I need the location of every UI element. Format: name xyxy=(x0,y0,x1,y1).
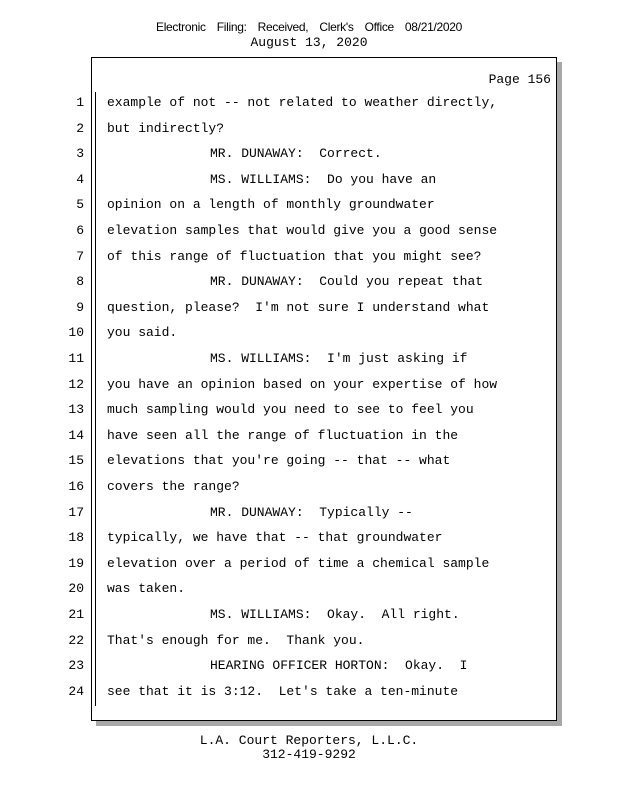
line-text: have seen all the range of fluctuation i… xyxy=(107,427,459,443)
line-text: HEARING OFFICER HORTON: Okay. I xyxy=(210,658,468,674)
line-number: 17 xyxy=(68,504,84,520)
line-number: 7 xyxy=(76,248,84,264)
line-text: example of not -- not related to weather… xyxy=(107,95,498,110)
line-text: was taken. xyxy=(107,581,186,597)
line-text: MS. WILLIAMS: Okay. All right. xyxy=(210,607,460,622)
line-text: MS. WILLIAMS: Do you have an xyxy=(210,171,437,187)
reporter-company: L.A. Court Reporters, L.L.C. xyxy=(199,733,419,748)
line-text: typically, we have that -- that groundwa… xyxy=(107,530,443,546)
line-number: 10 xyxy=(68,325,84,341)
line-text: MR. DUNAWAY: Could you repeat that xyxy=(210,274,484,290)
line-text: but indirectly? xyxy=(107,120,225,136)
line-number: 14 xyxy=(68,427,84,443)
line-text: MS. WILLIAMS: I'm just asking if xyxy=(210,351,468,366)
line-number: 9 xyxy=(76,299,84,315)
filing-stamp: Electronic Filing: Received, Clerk's Off… xyxy=(155,20,462,34)
line-number: 16 xyxy=(68,479,84,494)
line-text: much sampling would you need to see to f… xyxy=(107,402,474,418)
line-text: MR. DUNAWAY: Correct. xyxy=(210,146,382,162)
line-text: That's enough for me. Thank you. xyxy=(107,632,365,648)
line-number: 24 xyxy=(68,683,84,699)
line-text: covers the range? xyxy=(107,479,240,494)
line-number: 6 xyxy=(76,223,84,238)
line-text: question, please? I'm not sure I underst… xyxy=(107,299,490,315)
line-number-divider xyxy=(95,92,96,706)
line-number: 22 xyxy=(68,632,84,648)
line-number: 2 xyxy=(76,120,84,136)
line-text: see that it is 3:12. Let's take a ten-mi… xyxy=(107,683,459,699)
line-text: elevation samples that would give you a … xyxy=(107,223,498,238)
line-number: 18 xyxy=(68,530,84,546)
transcript-date: August 13, 2020 xyxy=(250,35,368,50)
reporter-phone: 312-419-9292 xyxy=(262,747,356,762)
line-text: elevation over a period of time a chemic… xyxy=(107,555,490,571)
line-number: 4 xyxy=(76,171,84,187)
line-text: MR. DUNAWAY: Typically -- xyxy=(210,504,413,520)
line-number: 19 xyxy=(68,555,84,571)
line-number: 20 xyxy=(68,581,84,597)
line-number: 5 xyxy=(76,197,84,213)
line-number: 23 xyxy=(68,658,84,674)
line-text: of this range of fluctuation that you mi… xyxy=(107,248,482,264)
line-number: 11 xyxy=(68,351,84,366)
line-number: 13 xyxy=(68,402,84,418)
line-number: 1 xyxy=(76,95,84,110)
transcript-page-frame xyxy=(91,57,557,721)
page-number: Page 156 xyxy=(488,72,551,87)
line-text: elevations that you're going -- that -- … xyxy=(107,453,451,469)
line-number: 15 xyxy=(68,453,84,469)
line-number: 8 xyxy=(76,274,84,290)
line-number: 3 xyxy=(76,146,84,162)
line-text: you have an opinion based on your expert… xyxy=(107,376,498,392)
line-text: opinion on a length of monthly groundwat… xyxy=(107,197,435,213)
line-number: 12 xyxy=(68,376,84,392)
line-text: you said. xyxy=(107,325,178,341)
line-number: 21 xyxy=(68,607,84,622)
